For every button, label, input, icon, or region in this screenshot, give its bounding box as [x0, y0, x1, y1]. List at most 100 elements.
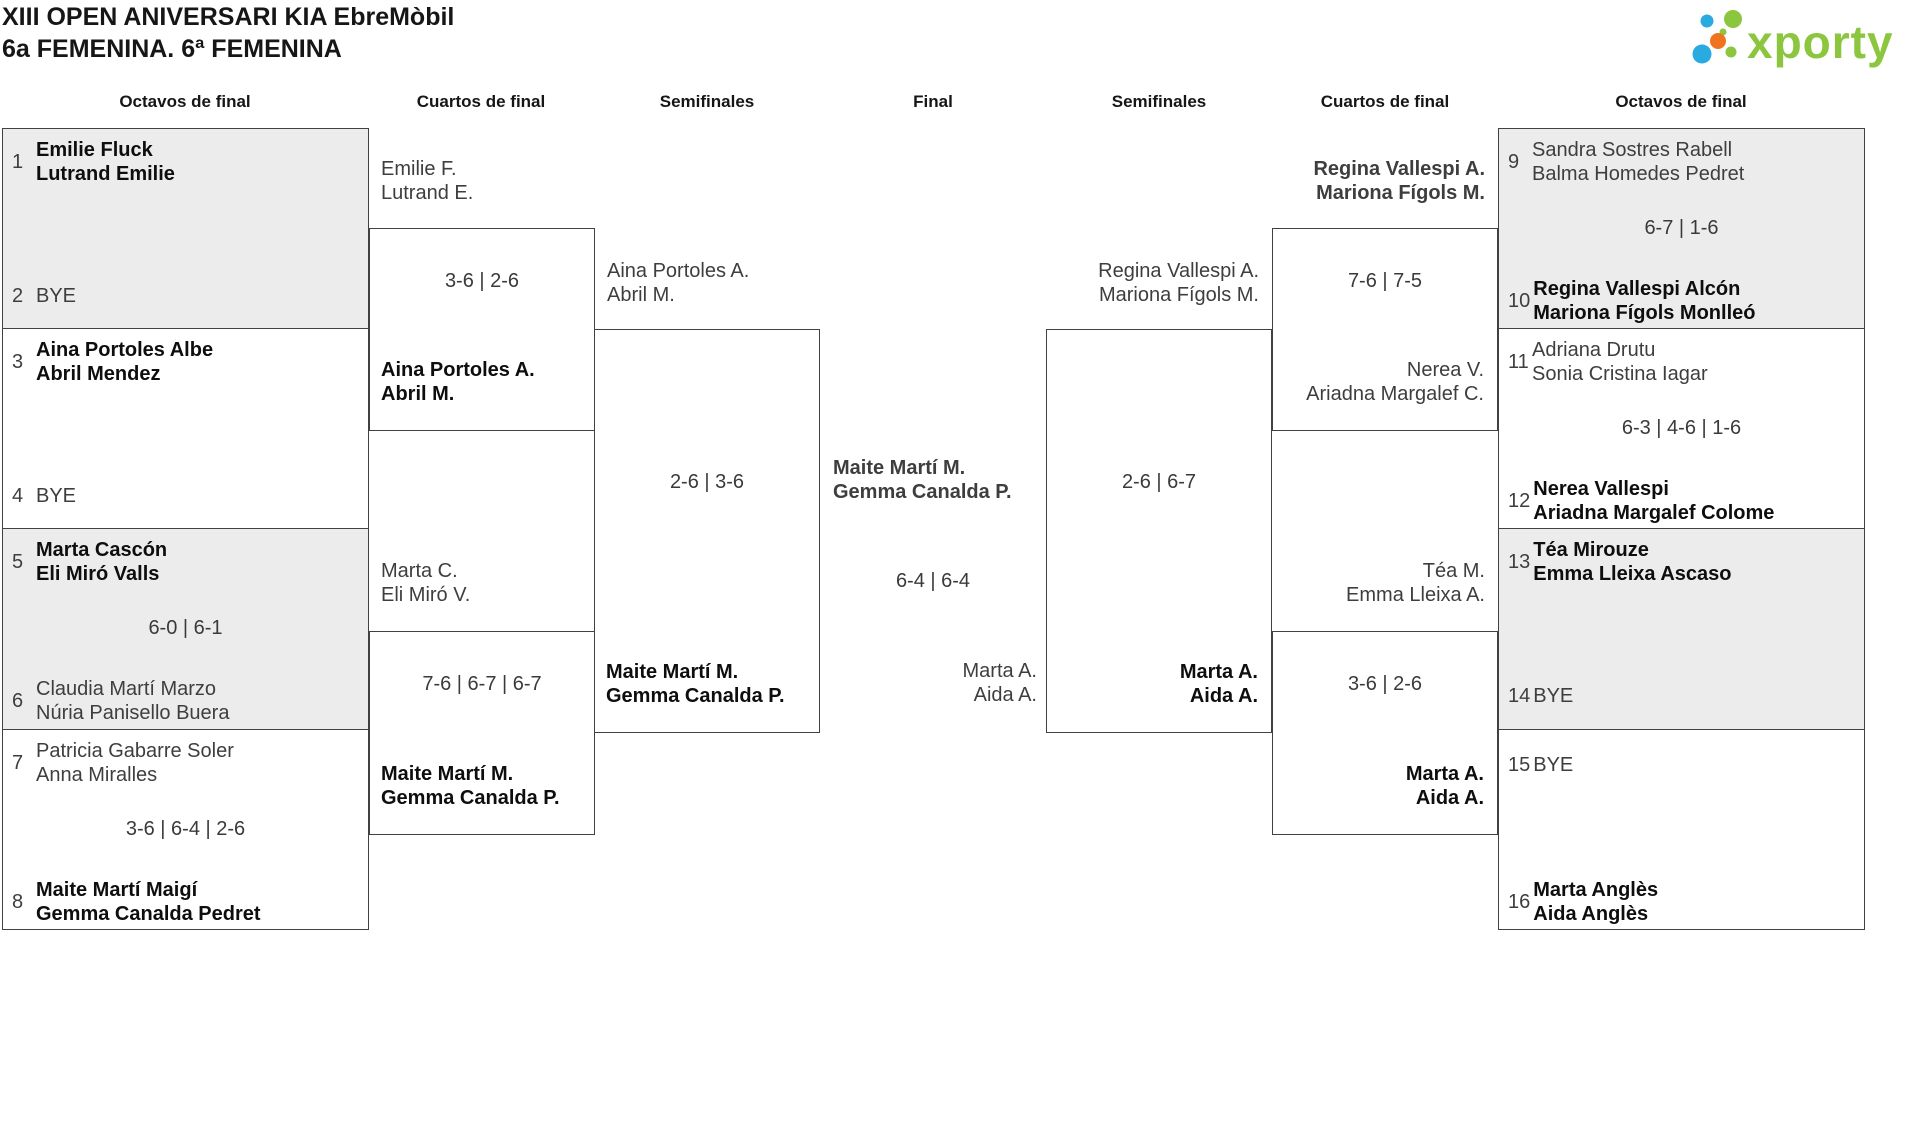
r16-match-box-3v4: 3 Aina Portoles Albe Abril Mendez 4 BYE: [2, 328, 369, 529]
logo-dot: [1724, 10, 1742, 28]
qf-left-bottom-feeder-label: Marta C. Eli Miró V.: [381, 559, 470, 607]
match-score: 6-7 | 1-6: [1644, 217, 1719, 239]
team-entry-6: 6 Claudia Martí Marzo Núria Panisello Bu…: [12, 677, 229, 725]
sf-right-winner-label: Marta A. Aida A.: [1180, 660, 1258, 708]
team-name: Aida A.: [1189, 685, 1258, 707]
team-name: Balma Homedes Pedret: [1532, 163, 1745, 185]
team-entry-3: 3 Aina Portoles Albe Abril Mendez: [12, 338, 213, 386]
tournament-title: XIII OPEN ANIVERSARI KIA EbreMòbil: [2, 3, 455, 31]
qf-right-bottom-feeder-label: Téa M. Emma Lleixa A.: [1346, 559, 1485, 607]
team-name: Abril M.: [607, 284, 675, 306]
team-name: Gemma Canalda P.: [606, 685, 785, 707]
match-score: 6-3 | 4-6 | 1-6: [1621, 417, 1742, 439]
seed-number: 3: [12, 350, 24, 373]
team-entry-7: 7 Patricia Gabarre Soler Anna Miralles: [12, 739, 234, 787]
team-name: Ariadna Margalef Colome: [1533, 502, 1775, 524]
qf-match-box-left-top: 3-6 | 2-6 Aina Portoles A. Abril M.: [369, 228, 595, 431]
qf-left-top-winner-label: Aina Portoles A. Abril M.: [381, 358, 535, 406]
team-name: Nerea Vallespi: [1533, 478, 1669, 500]
round-header-semis-left: Semifinales: [659, 92, 755, 111]
seed-number: 14: [1508, 684, 1531, 707]
team-name: Sandra Sostres Rabell: [1532, 139, 1733, 161]
team-name: Núria Panisello Buera: [36, 702, 230, 724]
seed-number: 2: [12, 284, 24, 307]
xporty-logo[interactable]: xporty: [1683, 6, 1915, 77]
logo-text: xporty: [1747, 16, 1894, 68]
team-name: Eli Miró Valls: [36, 563, 160, 585]
qf-right-bottom-winner-label: Marta A. Aida A.: [1406, 762, 1484, 810]
round-header-semis-right: Semifinales: [1111, 92, 1207, 111]
team-name: Aina Portoles A.: [381, 359, 535, 381]
seed-number: 11: [1508, 350, 1529, 373]
seed-number: 9: [1508, 150, 1520, 173]
bye-label: BYE: [1533, 754, 1574, 776]
qf-left-top-feeder-label: Emilie F. Lutrand E.: [381, 157, 473, 205]
team-name: Emma Lleixa Ascaso: [1533, 563, 1732, 585]
team-entry-15: 15 BYE: [1508, 753, 1573, 777]
round-header-cuartos-left: Cuartos de final: [416, 92, 546, 111]
r16-match-box-5v6: 5 Marta Cascón Eli Miró Valls 6-0 | 6-1 …: [2, 528, 369, 730]
team-name: Patricia Gabarre Soler: [36, 740, 234, 762]
team-name: Claudia Martí Marzo: [36, 678, 217, 700]
team-name: Emilie F.: [381, 158, 457, 180]
qf-match-box-right-top: 7-6 | 7-5 Nerea V. Ariadna Margalef C.: [1272, 228, 1498, 431]
logo-dot: [1700, 14, 1714, 28]
team-name: Marta A.: [962, 660, 1037, 682]
match-score: 2-6 | 6-7: [1121, 471, 1197, 493]
team-name: Téa Mirouze: [1533, 539, 1649, 561]
final-runnerup-label: Marta A. Aida A.: [963, 659, 1037, 707]
sf-match-box-right: 2-6 | 6-7 Marta A. Aida A.: [1046, 329, 1272, 733]
seed-number: 10: [1508, 289, 1531, 312]
sf-match-box-left: 2-6 | 3-6 Maite Martí M. Gemma Canalda P…: [594, 329, 820, 733]
team-entry-1: 1 Emilie Fluck Lutrand Emilie: [12, 138, 175, 186]
r16-match-box-9v10: 9 Sandra Sostres Rabell Balma Homedes Pe…: [1498, 128, 1865, 329]
team-name: Adriana Drutu: [1532, 339, 1656, 361]
bye-label: BYE: [1533, 685, 1574, 707]
sf-left-winner-label: Maite Martí M. Gemma Canalda P.: [606, 660, 785, 708]
qf-left-bottom-winner-label: Maite Martí M. Gemma Canalda P.: [381, 762, 560, 810]
seed-number: 1: [12, 150, 24, 173]
r16-match-box-7v8: 7 Patricia Gabarre Soler Anna Miralles 3…: [2, 729, 369, 930]
team-name: Gemma Canalda P.: [381, 787, 560, 809]
team-name: Abril M.: [381, 383, 455, 405]
seed-number: 15: [1508, 753, 1531, 776]
match-score: 7-6 | 7-5: [1347, 270, 1423, 292]
team-entry-13: 13 Téa Mirouze Emma Lleixa Ascaso: [1508, 538, 1732, 586]
team-entry-11: 11 Adriana Drutu Sonia Cristina Iagar: [1508, 338, 1708, 386]
qf-right-top-feeder-label: Regina Vallespi A. Mariona Fígols M.: [1313, 157, 1485, 205]
match-score: 2-6 | 3-6: [669, 471, 745, 493]
team-entry-8: 8 Maite Martí Maigí Gemma Canalda Pedret: [12, 878, 261, 926]
team-name: Aina Portoles Albe: [36, 339, 214, 361]
seed-number: 7: [12, 751, 24, 774]
team-name: Maite Martí Maigí: [36, 879, 198, 901]
qf-match-box-left-bottom: 7-6 | 6-7 | 6-7 Maite Martí M. Gemma Can…: [369, 631, 595, 835]
team-name: Regina Vallespi A.: [1098, 260, 1259, 282]
match-score: 3-6 | 6-4 | 2-6: [125, 818, 246, 840]
team-entry-16: 16 Marta Anglès Aida Anglès: [1508, 878, 1658, 926]
bye-label: BYE: [36, 485, 77, 507]
bye-label: BYE: [36, 285, 77, 307]
qf-right-top-loser-label: Nerea V. Ariadna Margalef C.: [1306, 358, 1484, 406]
team-name: Gemma Canalda P.: [833, 481, 1012, 503]
seed-number: 6: [12, 689, 24, 712]
team-name: Eli Miró V.: [381, 584, 471, 606]
team-name: Abril Mendez: [36, 363, 161, 385]
team-entry-4: 4 BYE: [12, 484, 76, 508]
team-entry-5: 5 Marta Cascón Eli Miró Valls: [12, 538, 167, 586]
r16-match-box-15v16: 15 BYE 16 Marta Anglès Aida Anglès: [1498, 729, 1865, 930]
team-name: Lutrand E.: [381, 182, 474, 204]
final-match-score: 6-4 | 6-4: [895, 570, 971, 592]
team-name: Lutrand Emilie: [36, 163, 175, 185]
team-name: Marta A.: [1179, 661, 1258, 683]
team-entry-12: 12 Nerea Vallespi Ariadna Margalef Colom…: [1508, 477, 1774, 525]
team-name: Maite Martí M.: [606, 661, 739, 683]
match-score: 6-0 | 6-1: [148, 617, 223, 639]
logo-dot: [1692, 44, 1712, 64]
team-name: Marta Anglès: [1533, 879, 1659, 901]
team-name: Regina Vallespi A.: [1313, 158, 1485, 180]
round-header-cuartos-right: Cuartos de final: [1320, 92, 1450, 111]
team-entry-14: 14 BYE: [1508, 684, 1573, 708]
r16-match-box-13v14: 13 Téa Mirouze Emma Lleixa Ascaso 14 BYE: [1498, 528, 1865, 730]
match-score: 3-6 | 2-6: [444, 270, 520, 292]
r16-match-box-1v2: 1 Emilie Fluck Lutrand Emilie 2 BYE: [2, 128, 369, 329]
